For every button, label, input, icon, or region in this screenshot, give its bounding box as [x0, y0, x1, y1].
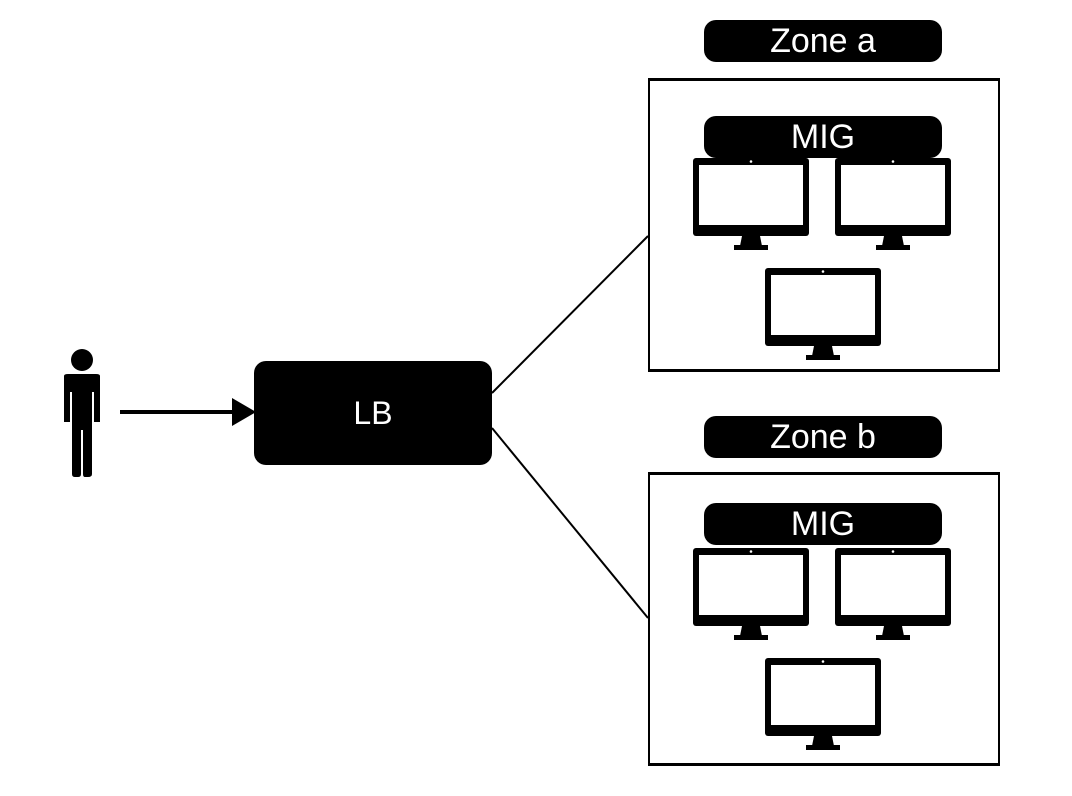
- zone-b-mig-badge: MIG: [704, 503, 942, 545]
- monitor-icon[interactable]: [692, 158, 810, 252]
- load-balancer-label: LB: [353, 394, 393, 431]
- lb-to-zone-a-line: [491, 235, 649, 394]
- person-icon: [64, 349, 100, 477]
- zone-a-title: Zone a: [704, 20, 942, 62]
- zone-a-mig-label: MIG: [790, 118, 856, 156]
- zone-a-container: [648, 78, 1000, 372]
- monitor-icon[interactable]: [764, 268, 882, 362]
- zone-b-label: Zone b: [770, 418, 876, 456]
- arrowhead-icon: [232, 398, 256, 426]
- zone-b-mig-label: MIG: [790, 505, 856, 543]
- zone-a-mig-badge: MIG: [704, 116, 942, 158]
- monitor-icon[interactable]: [834, 548, 952, 642]
- load-balancer-node[interactable]: LB: [254, 361, 492, 465]
- zone-b-title: Zone b: [704, 416, 942, 458]
- zone-a-label: Zone a: [770, 22, 876, 60]
- monitor-icon[interactable]: [764, 658, 882, 752]
- zone-b-container: [648, 472, 1000, 766]
- monitor-icon[interactable]: [834, 158, 952, 252]
- lb-to-zone-b-line: [491, 427, 649, 619]
- monitor-icon[interactable]: [692, 548, 810, 642]
